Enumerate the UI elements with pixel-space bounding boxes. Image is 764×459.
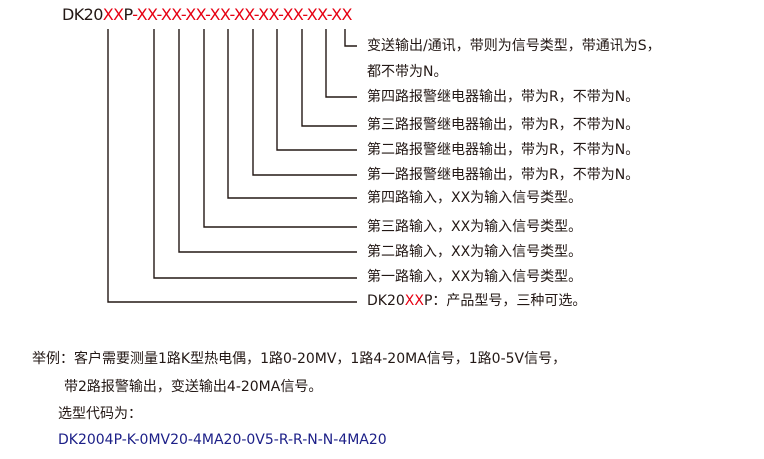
label-input-3: 第三路输入，XX为输入信号类型。 [367,219,583,235]
label-input-2: 第二路输入，XX为输入信号类型。 [367,244,583,260]
code-segment: -XX [156,5,182,24]
label-product-model: DK20XXP：产品型号，三种可选。 [367,292,586,310]
connector-line [153,29,357,279]
code-segment: -XX [180,5,206,24]
model-desc: P：产品型号，三种可选。 [423,293,587,309]
connector-line [227,29,357,199]
label-alarm-2: 第二路报警继电器输出，带为R，不带为N。 [367,142,640,158]
connector-line [325,29,357,98]
model-code: DK20XXP-XX-XX-XX-XX-XX-XX-XX-XX-XX [62,5,352,24]
code-segment: -XX [253,5,279,24]
code-segment: -XX [132,5,157,24]
example-code: DK2004P-K-0MV20-4MA20-0V5-R-R-N-N-4MA20 [58,432,387,448]
connector-line [301,29,357,127]
connector-line [178,29,357,253]
model-series: XX [404,293,424,309]
model-prefix: DK20 [367,293,405,309]
connector-line [276,29,357,151]
label-alarm-3: 第三路报警继电器输出，带为R，不带为N。 [367,117,640,133]
code-segment: -XX [205,5,230,24]
label-transmit-output: 变送输出/通讯，带则为信号类型，带通讯为S， [367,38,661,54]
code-p: P [123,5,133,24]
label-input-1: 第一路输入，XX为输入信号类型。 [367,269,583,285]
label-alarm-4: 第四路报警继电器输出，带为R，不带为N。 [367,89,640,105]
code-segment: -XX [302,5,327,24]
label-transmit-output-cont: 都不带为N。 [367,64,448,80]
code-segment: -XX [229,5,254,24]
code-segment: -XX [326,5,353,24]
label-input-4: 第四路输入，XX为输入信号类型。 [367,190,583,206]
label-alarm-1: 第一路报警继电器输出，带为R，不带为N。 [367,167,640,183]
code-series: XX [102,5,124,24]
connector-line [252,29,357,176]
connector-line [203,29,357,228]
connector-line [344,29,357,47]
example-line-1: 举例：客户需要测量1路K型热电偶，1路0-20MV，1路4-20MA信号，1路0… [32,351,567,367]
code-segment: -XX [278,5,303,24]
connector-line [107,29,357,303]
example-code-label: 选型代码为： [58,406,142,422]
example-line-2: 带2路报警输出，变送输出4-20MA信号。 [64,379,323,395]
code-prefix: DK20 [62,5,103,24]
